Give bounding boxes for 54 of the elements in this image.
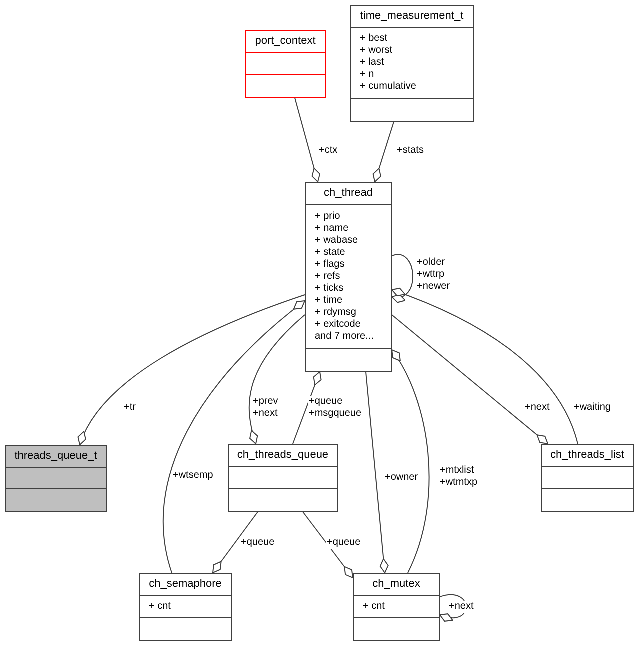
class-name: ch_mutex [372, 577, 420, 592]
class-name: time_measurement_t [360, 9, 464, 24]
edge-label: +queue +msgqueue [308, 396, 363, 420]
class-attribute: + prio [315, 210, 342, 222]
class-box [139, 573, 232, 641]
class-name: ch_threads_queue [237, 448, 329, 464]
aggregation-connector [302, 512, 354, 578]
class-attribute: + cnt [149, 600, 172, 612]
class-box [228, 444, 338, 512]
aggregation-connector [248, 314, 306, 444]
class-attribute: + cnt [363, 600, 386, 612]
edge-label: +waiting [573, 402, 612, 414]
edge-label: +mtxlist +wtmtxp [439, 465, 479, 489]
aggregation-connector [294, 98, 320, 182]
edge-label: +next [448, 601, 475, 613]
class-attribute: + time [315, 294, 344, 306]
edge-label: +queue [240, 537, 276, 549]
aggregation-connector [78, 294, 306, 446]
class-attribute: and 7 more... [315, 330, 375, 342]
aggregation-connector [292, 372, 322, 444]
class-box [305, 182, 392, 372]
class-name: port_context [255, 34, 316, 50]
aggregation-connector [392, 288, 578, 444]
class-box [353, 573, 440, 641]
class-box [5, 445, 107, 512]
class-box [245, 30, 326, 98]
class-attribute: + n [360, 69, 376, 81]
class-attribute: + refs [315, 270, 342, 282]
class-attribute: + exitcode [315, 318, 362, 330]
aggregation-connector [372, 122, 394, 182]
class-attribute: + wabase [315, 234, 360, 246]
edge-label: +queue [326, 537, 362, 549]
aggregation-connector [366, 372, 389, 574]
aggregation-connector [392, 314, 548, 444]
class-attribute: + best [360, 33, 389, 45]
class-box [541, 444, 634, 512]
aggregation-connector [162, 300, 306, 574]
aggregation-connector [392, 254, 414, 302]
class-attribute: + worst [360, 45, 394, 57]
class-name: ch_semaphore [149, 577, 222, 592]
class-name: ch_thread [324, 186, 373, 202]
class-attribute: + state [315, 246, 346, 258]
class-attribute: + last [360, 57, 386, 69]
class-name: ch_threads_list [550, 448, 624, 464]
class-attribute: + cumulative [360, 81, 418, 93]
class-attribute: + rdymsg [315, 306, 358, 318]
class-attribute: + name [315, 222, 350, 234]
class-attribute: + flags [315, 258, 346, 270]
class-name: threads_queue_t [14, 449, 98, 464]
aggregation-connector [212, 512, 258, 574]
edge-label: +wtsemp [172, 470, 214, 482]
class-attribute: + ticks [315, 282, 345, 294]
aggregation-connector [392, 350, 430, 574]
class-box [350, 5, 474, 122]
